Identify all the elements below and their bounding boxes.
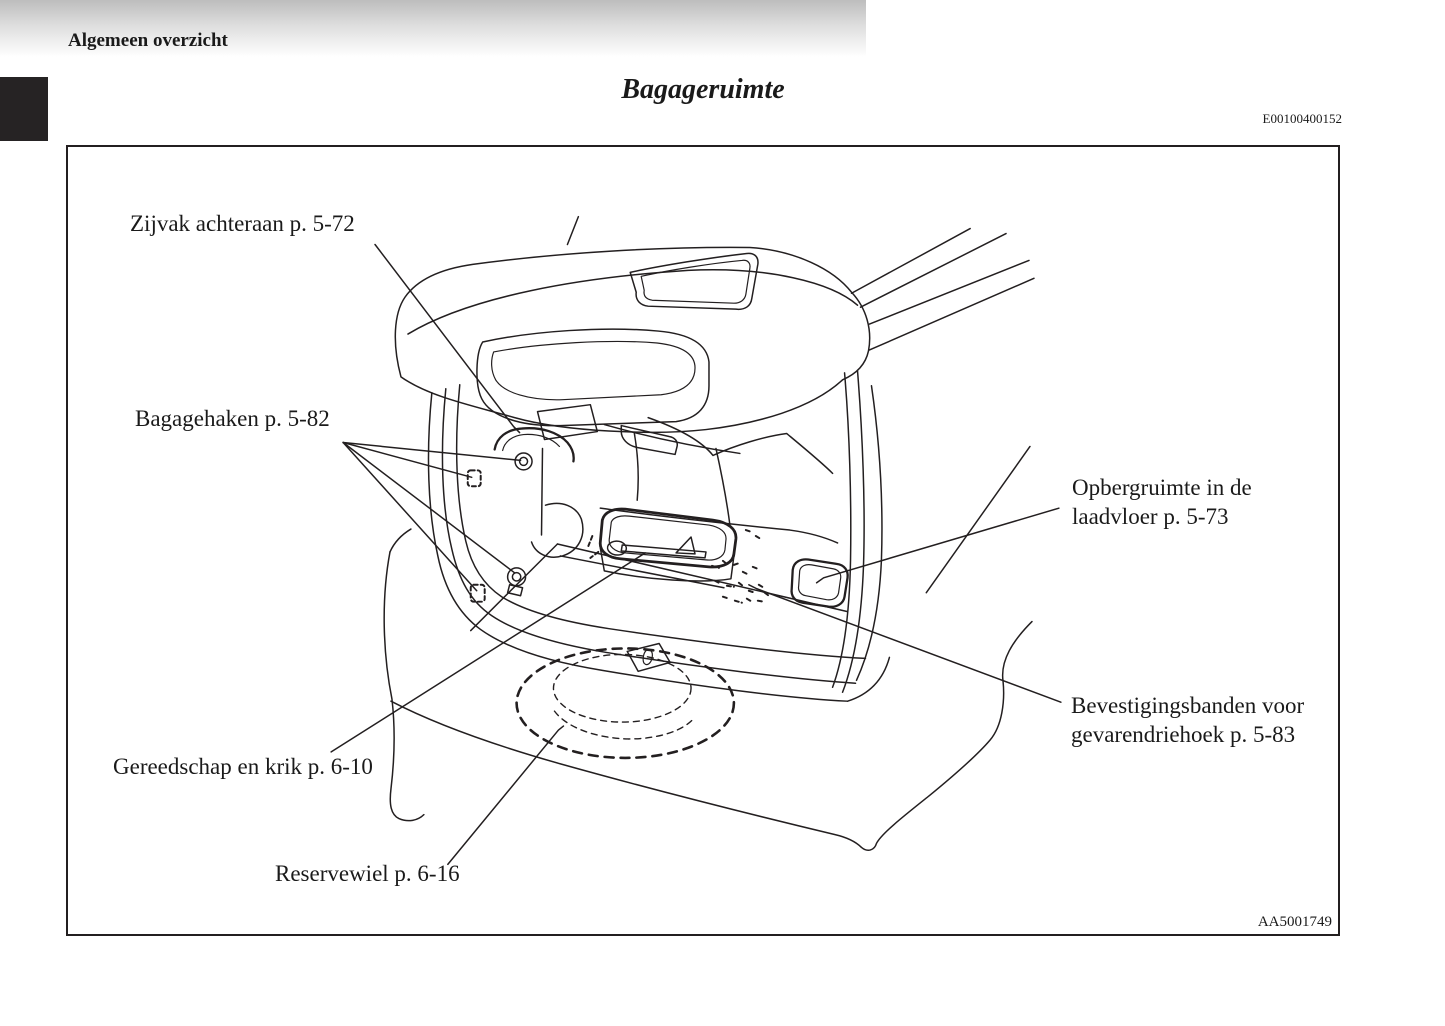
- chapter-tab-marker: [0, 77, 48, 141]
- label-opbergruimte: Opbergruimte in de laadvloer p. 5-73: [1072, 475, 1252, 529]
- luggage-hooks: [466, 427, 575, 603]
- figure-id: AA5001749: [1257, 914, 1332, 930]
- floor-storage-pocket: [790, 558, 849, 608]
- page-title: Bagageruimte: [621, 74, 785, 105]
- leader-lines: [330, 243, 1062, 866]
- luggage-compartment-illustration: [330, 215, 1062, 866]
- triangle-straps-dashed: [710, 529, 770, 604]
- car-body-outline: [383, 445, 1033, 851]
- label-gereedschap-en-krik: Gereedschap en krik p. 6-10: [113, 754, 373, 779]
- header-gradient-bar: [0, 0, 866, 57]
- figure-frame: AA5001749: [66, 145, 1340, 936]
- label-reservewiel: Reservewiel p. 6-16: [275, 861, 460, 886]
- label-zijvak-achteraan: Zijvak achteraan p. 5-72: [130, 211, 355, 236]
- interior-trim-and-seats: [530, 416, 839, 558]
- roof-rails: [850, 227, 1035, 351]
- spare-wheel-dashed: [515, 647, 736, 760]
- section-header: Algemeen overzicht: [68, 30, 228, 51]
- topic-code: E00100400152: [1262, 111, 1342, 126]
- tool-tray: [587, 507, 738, 582]
- label-bagagehaken: Bagagehaken p. 5-82: [135, 406, 330, 431]
- label-bevestigingsbanden: Bevestigingsbanden voor gevarendriehoek …: [1071, 693, 1305, 747]
- tailgate: [394, 215, 871, 456]
